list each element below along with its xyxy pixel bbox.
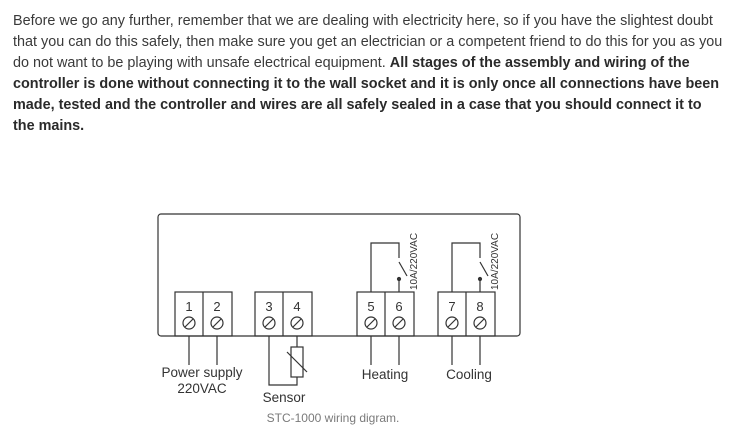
label-heating: Heating [362, 367, 409, 382]
figure-caption: STC-1000 wiring digram. [266, 411, 400, 425]
terminal-number-8: 8 [476, 299, 483, 314]
relay-cooling-contact [451, 242, 489, 292]
screw-terminal-2 [210, 316, 224, 330]
terminal-number-6: 6 [395, 299, 402, 314]
article-paragraph: Before we go any further, remember that … [13, 11, 725, 137]
warning-text: All stages of the assembly and wiring of… [13, 55, 720, 134]
terminal-number-5: 5 [367, 299, 374, 314]
terminal-number-3: 3 [265, 299, 272, 314]
relay-heating-contact [370, 242, 408, 292]
terminal-number-1: 1 [185, 299, 192, 314]
screw-terminal-7 [445, 316, 459, 330]
label-power-supply: Power supply [161, 365, 242, 380]
screw-terminal-1 [182, 316, 196, 330]
relay-rating-heating: 10A/220VAC [409, 233, 420, 290]
label-cooling: Cooling [446, 367, 492, 382]
screw-terminal-4 [290, 316, 304, 330]
screw-terminal-8 [473, 316, 487, 330]
terminal-number-2: 2 [213, 299, 220, 314]
intro-text: Before we go any further, remember that … [13, 13, 723, 71]
terminal-number-4: 4 [293, 299, 300, 314]
terminal-number-7: 7 [448, 299, 455, 314]
label-sensor: Sensor [263, 390, 306, 405]
screw-terminal-3 [262, 316, 276, 330]
screw-terminal-6 [392, 316, 406, 330]
label-power-voltage: 220VAC [177, 381, 227, 396]
screw-terminal-5 [364, 316, 378, 330]
relay-rating-cooling: 10A/220VAC [490, 233, 501, 290]
